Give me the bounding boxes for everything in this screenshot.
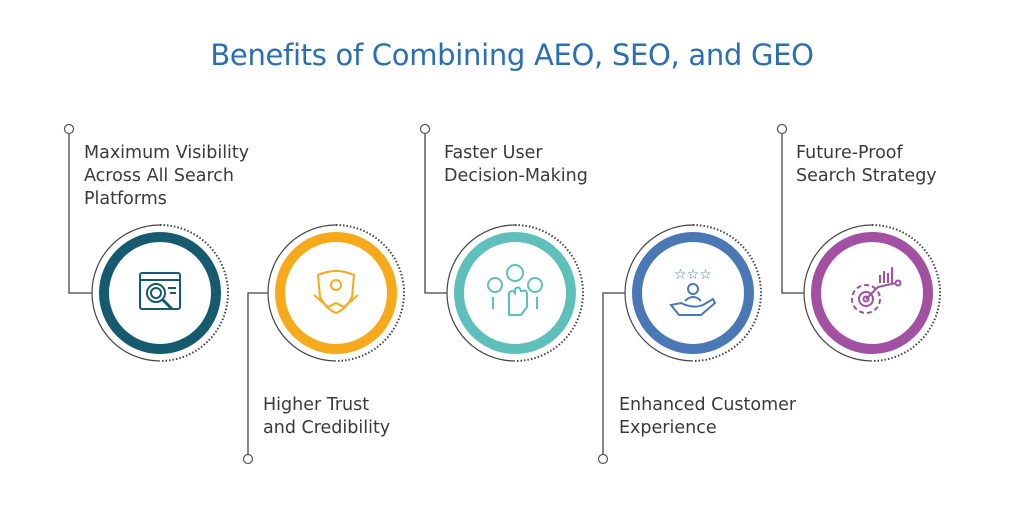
shield-handshake-icon [313, 270, 359, 315]
outer-ring-dotted [335, 224, 405, 362]
outer-ring-solid [267, 224, 337, 362]
benefit-label-visibility: Maximum Visibility Across All Search Pla… [84, 143, 250, 209]
outer-ring-dotted [159, 224, 229, 362]
colored-ring [275, 232, 397, 354]
connector-dots [63, 123, 788, 465]
users-click-icon [487, 264, 543, 316]
benefit-label-experience: Enhanced Customer Experience [619, 395, 797, 438]
stars-user-hand-icon: ☆☆☆ [669, 267, 717, 316]
outer-ring-solid [91, 224, 161, 362]
outer-ring-dotted [871, 224, 941, 362]
benefit-label-decision: Faster User Decision-Making [444, 143, 588, 186]
outer-ring-dotted [514, 224, 584, 362]
svg-text:☆☆☆: ☆☆☆ [674, 267, 712, 283]
outer-ring-solid [446, 224, 516, 362]
outer-ring-solid [624, 224, 694, 362]
outer-ring-solid [803, 224, 873, 362]
gear-chart-icon [851, 267, 902, 314]
benefit-label-trust: Higher Trust and Credibility [263, 395, 391, 438]
page-title: Benefits of Combining AEO, SEO, and GEO [210, 38, 814, 72]
outer-ring-dotted [692, 224, 762, 362]
search-browser-icon [139, 272, 181, 311]
benefit-label-future: Future-Proof Search Strategy [796, 143, 937, 186]
connectors [68, 134, 804, 454]
